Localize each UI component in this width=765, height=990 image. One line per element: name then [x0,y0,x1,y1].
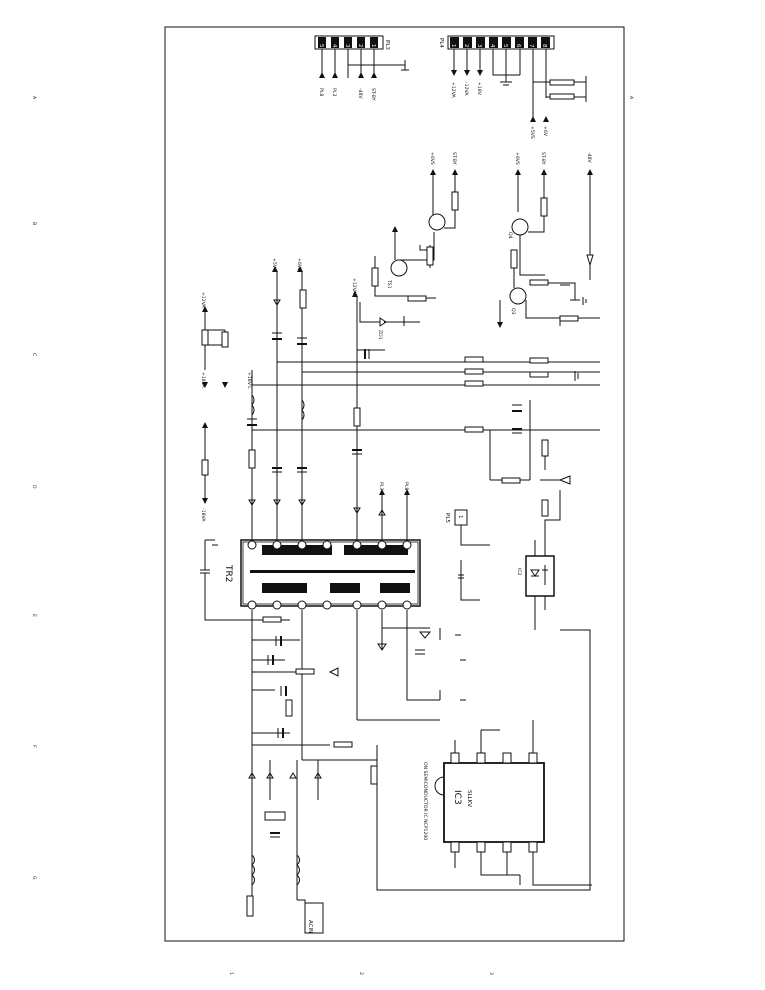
rail-6vs-b: +6VS [429,152,435,165]
margin-mark-a: A [31,96,37,100]
ic2-label: IC2 [516,568,522,576]
margin-mark-2: 2 [358,972,364,975]
pl4-pin-4: 4 [489,44,495,48]
primary-section: ACIN [246,610,591,934]
pl3-pin-5: 5 [318,44,324,48]
pl3-pin-4: 4 [331,44,337,48]
rail-6vs-a: +6VS [296,258,302,271]
rail-18va: +18VA [200,372,206,389]
pl4-pin-8: 8 [541,44,547,48]
regulator-section: ZD1 Q3 Q4 TS1 [202,169,600,504]
pl3-out-pl8: PL8 [318,88,324,96]
connector-pl4: PL4 1 2 3 4 5 6 7 8 +12VA -12VA [438,35,587,139]
pl4-pin-6: 6 [515,44,521,48]
rail-12va-top: +12VA [200,292,206,309]
q1-label: Q3 [510,308,516,315]
pl3-pin-1: 1 [370,44,376,48]
pl4-pin-2: 2 [463,44,469,48]
ref-pl2: PL3 [378,482,384,490]
ref-pl1: PL8 [403,482,409,490]
pl4-pin-3: 3 [476,44,482,48]
connector-pl5: PL5 1 [444,509,490,601]
pl4-pin-1: 1 [450,44,456,48]
pl4-pin-7: 7 [528,44,534,48]
margin-mark-right: A [628,96,634,100]
transformer-tr2: TR2 [200,539,421,621]
rail-stby-a: ST-BY [451,152,457,165]
pl4-out-m12va: -12VA [463,82,469,96]
ground-symbols [455,297,587,701]
margin-mark-e: E [31,614,37,617]
drawing-border [164,26,625,942]
opto-ic2: IC2 [516,540,555,630]
margin-mark-3: 3 [488,972,494,975]
pl4-out-6v: +6V [542,126,548,137]
pl3-pin-3: 3 [344,44,350,48]
rail-6vs-c: +6VS [514,152,520,165]
ac-in-label: ACIN [307,920,313,933]
tr2-label: TR2 [223,564,233,582]
rail-12va-mid: +12VA [351,278,357,295]
connector-pl3: 5 4 3 2 1 PL3 PL8 PL3 -48V ST-BY [314,35,409,101]
rail-18vl: +18V-L [246,372,252,389]
mid-rail-labels: +12VA +18VA -18VA +5V +18V-L +6VS +12VA … [200,152,592,522]
ic3-ref: IC3 [452,790,462,805]
q3-label: TS1 [386,279,392,289]
secondary-section: PL3 PL8 [201,272,600,540]
pl3-pin-2: 2 [357,44,363,48]
pl3-label: PL3 [384,40,390,50]
ic3-controller: IC3 SLLKV ON SEMICONDUCTOR IC NCP1200 [422,720,592,886]
ts1-label: ZD1 [377,330,383,340]
margin-ticks: A B C D E F G 1 2 3 A [31,96,634,975]
pl3-out-stby: ST-BY [370,88,376,101]
pl4-pin-5: 5 [502,44,508,48]
pl4-out-12va: +12VA [450,82,456,99]
pl4-label: PL4 [438,38,444,48]
pl5-pin-1: 1 [457,515,463,519]
ic3-part: SLLKV [466,790,472,807]
q2-label: Q4 [507,232,513,239]
pl5-label: PL5 [444,513,450,523]
rail-m18va: -18VA [200,508,206,522]
pl3-out-pl3: PL3 [331,88,337,96]
pl4-out-18v: +18V [476,82,482,96]
margin-mark-g: G [31,876,37,880]
pl4-out-5vs: +5VS [529,126,535,139]
margin-mark-d: D [31,485,37,489]
margin-mark-1: 1 [228,972,234,975]
ic3-note: ON SEMICONDUCTOR IC NCP1200 [422,762,428,840]
margin-mark-c: C [31,353,37,356]
margin-mark-f: F [31,745,37,748]
rail-stby-b: ST-BY [540,152,546,165]
pl3-out-48v: -48V [357,88,363,100]
margin-mark-b: B [31,222,37,225]
rail-m48v: -48V [586,152,592,164]
rail-5v: +5V [271,258,277,269]
